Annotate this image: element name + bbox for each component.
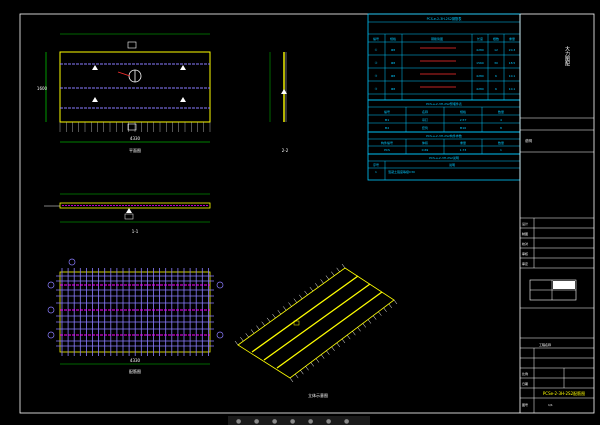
t3-r0c2: 1.73	[460, 148, 467, 152]
iso-label: 立体示意图	[308, 392, 328, 398]
taskbar-icon[interactable]: ●	[344, 418, 349, 425]
t4-h1: 说明	[449, 162, 455, 167]
rebar-table: PCS-e-2-3H-2S2钢筋表 编号 规格 钢筋简图 长度 根数 重量 ① Φ…	[367, 13, 521, 101]
rebar-label: 配筋图	[129, 368, 141, 374]
tb-date-label: 日期	[522, 381, 528, 386]
t1-cell: 4280	[476, 74, 484, 78]
drawing-name: PCSe-2-3H-2S2配筋图	[543, 390, 585, 396]
t2-r0c3: 4	[500, 118, 502, 122]
t2-r1c3: 8	[500, 126, 502, 130]
t1-cell: Φ8	[391, 61, 395, 65]
t1-cell: 4280	[476, 48, 484, 52]
t1-cell: 4280	[476, 87, 484, 91]
t1-cell: 10.1	[509, 87, 516, 91]
t1-cell: 12	[494, 48, 498, 52]
embed-table: PCS-e-2-3H-2S2预埋件表 编号 名称 规格 数量 M1 吊钉 2.5…	[367, 99, 521, 133]
t1-h4: 根数	[493, 36, 499, 41]
t4-h0: 序号	[373, 162, 379, 167]
t3-h3: 数量	[498, 140, 504, 145]
rebar-table-title: PCS-e-2-3H-2S2钢筋表	[427, 16, 463, 21]
param-table-title: PCS-e-2-3H-2S2构件参数	[426, 133, 462, 138]
tb-row-4: 审定	[522, 261, 528, 266]
plan-view: 4330 1600 平面图	[37, 33, 211, 153]
tb-row-0: 设计	[522, 221, 528, 226]
taskbar-icon[interactable]: ●	[236, 418, 241, 425]
sheet-value: 1/1	[548, 403, 553, 407]
t4-r0c0: 1	[375, 170, 377, 174]
t3-r0c3: 1	[500, 148, 502, 152]
t2-h1: 名称	[422, 109, 428, 114]
front-section-view: 1-1	[44, 193, 211, 234]
taskbar-icon[interactable]: ●	[254, 418, 259, 425]
side-section-label: 2-2	[282, 148, 289, 153]
t1-cell: 10.1	[509, 74, 516, 78]
plan-label: 平面图	[129, 147, 141, 153]
drawing-frame	[19, 13, 595, 414]
bottom-toolbar[interactable]: ● ● ● ● ● ● ●	[228, 416, 370, 425]
t2-h0: 编号	[384, 109, 390, 114]
t4-r0c1: 混凝土强度等级C30	[388, 169, 415, 174]
t1-cell: ②	[375, 61, 378, 65]
notes-label: 说明	[525, 138, 533, 143]
t1-cell: Φ8	[391, 48, 395, 52]
title-block: 大力图配 说明 设计 制图 校对 审核 审定 工程名称 比例 日期 PCSe-2…	[519, 14, 594, 413]
t1-cell: ①	[375, 48, 378, 52]
company-name: 大力图配	[564, 45, 570, 67]
t1-h2: 钢筋简图	[431, 36, 443, 41]
t1-cell: 30	[494, 61, 498, 65]
tb-scale-label: 比例	[522, 371, 528, 376]
t1-cell: ③	[375, 74, 378, 78]
project-label: 工程名称	[539, 342, 551, 347]
t1-cell: 18.5	[509, 61, 516, 65]
t3-r0c1: 0.69	[422, 148, 429, 152]
t2-r1c0: M2	[385, 126, 390, 130]
t1-h3: 长度	[477, 36, 483, 41]
t2-r0c1: 吊钉	[422, 117, 428, 122]
t2-r0c2: 2.5T	[460, 118, 467, 122]
embed-table-title: PCS-e-2-3H-2S2预埋件表	[426, 101, 462, 106]
param-table: PCS-e-2-3H-2S2构件参数 构件编号 体积 重量 数量 PCS 0.6…	[367, 131, 521, 155]
t1-h5: 重量	[509, 36, 515, 41]
tb-row-3: 审核	[522, 251, 528, 256]
taskbar-icon[interactable]: ●	[308, 418, 313, 425]
tb-row-2: 校对	[522, 241, 528, 246]
t1-cell: 6	[495, 74, 497, 78]
t2-h3: 数量	[498, 109, 504, 114]
tb-sheet-label: 图号	[522, 402, 528, 407]
taskbar-icon[interactable]: ●	[272, 418, 277, 425]
tb-row-1: 制图	[522, 231, 528, 236]
t1-h1: 规格	[390, 36, 396, 41]
t2-r1c2: M16	[460, 126, 466, 130]
t2-r0c0: M1	[385, 118, 390, 122]
t1-h0: 编号	[373, 36, 379, 41]
plan-height-dim: 1600	[37, 86, 48, 91]
plan-width-dim: 4330	[130, 136, 141, 141]
t3-h2: 重量	[460, 140, 466, 145]
taskbar-icon[interactable]: ●	[290, 418, 295, 425]
t1-cell: Φ8	[391, 87, 395, 91]
notes-table-title: PCS-e-2-3H-2S2说明	[429, 155, 459, 160]
t1-cell: 6	[495, 87, 497, 91]
t1-cell: Φ8	[391, 74, 395, 78]
side-section-view: 2-2	[269, 52, 289, 153]
rebar-view: 4330 配筋图	[47, 258, 224, 374]
rebar-width-dim: 4330	[130, 358, 141, 363]
front-section-label: 1-1	[132, 229, 139, 234]
notes-table: PCS-e-2-3H-2S2说明 序号 说明 1 混凝土强度等级C30	[367, 153, 521, 181]
t3-r0c0: PCS	[384, 148, 390, 152]
t2-h2: 规格	[460, 109, 466, 114]
t1-cell: 20.3	[509, 48, 516, 52]
t1-cell: 1560	[476, 61, 484, 65]
t3-h0: 构件编号	[381, 140, 393, 145]
taskbar-icon[interactable]: ●	[326, 418, 331, 425]
t1-cell: ④	[375, 87, 378, 91]
iso-view: 立体示意图	[234, 263, 398, 398]
t2-r1c1: 套筒	[422, 125, 428, 130]
t3-h1: 体积	[422, 140, 428, 145]
